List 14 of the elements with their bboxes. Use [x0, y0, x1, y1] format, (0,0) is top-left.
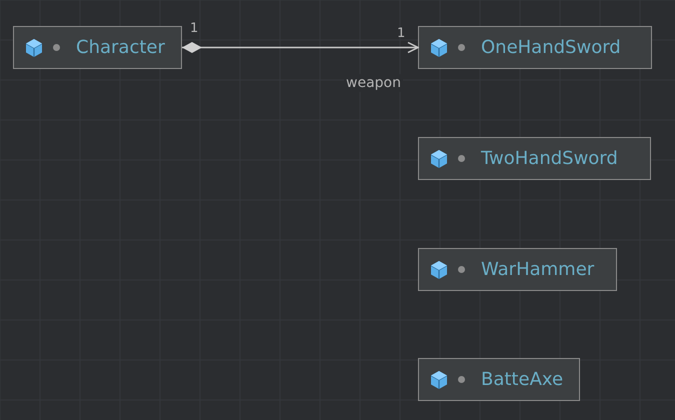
multiplicity-label: 1 [190, 21, 198, 37]
class-box [418, 248, 617, 291]
class-name: OneHandSword [481, 37, 621, 58]
class-name: Character [76, 37, 165, 58]
class-name: WarHammer [481, 259, 594, 280]
multiplicity-label: 1 [397, 26, 406, 42]
class-box [418, 137, 651, 180]
class-name: TwoHandSword [481, 148, 618, 169]
association-arrow [182, 42, 419, 54]
class-box [418, 26, 652, 69]
class-box [13, 26, 182, 69]
class-box [418, 358, 580, 401]
class-name: BatteAxe [481, 369, 564, 390]
edge-label: weapon [344, 74, 403, 92]
